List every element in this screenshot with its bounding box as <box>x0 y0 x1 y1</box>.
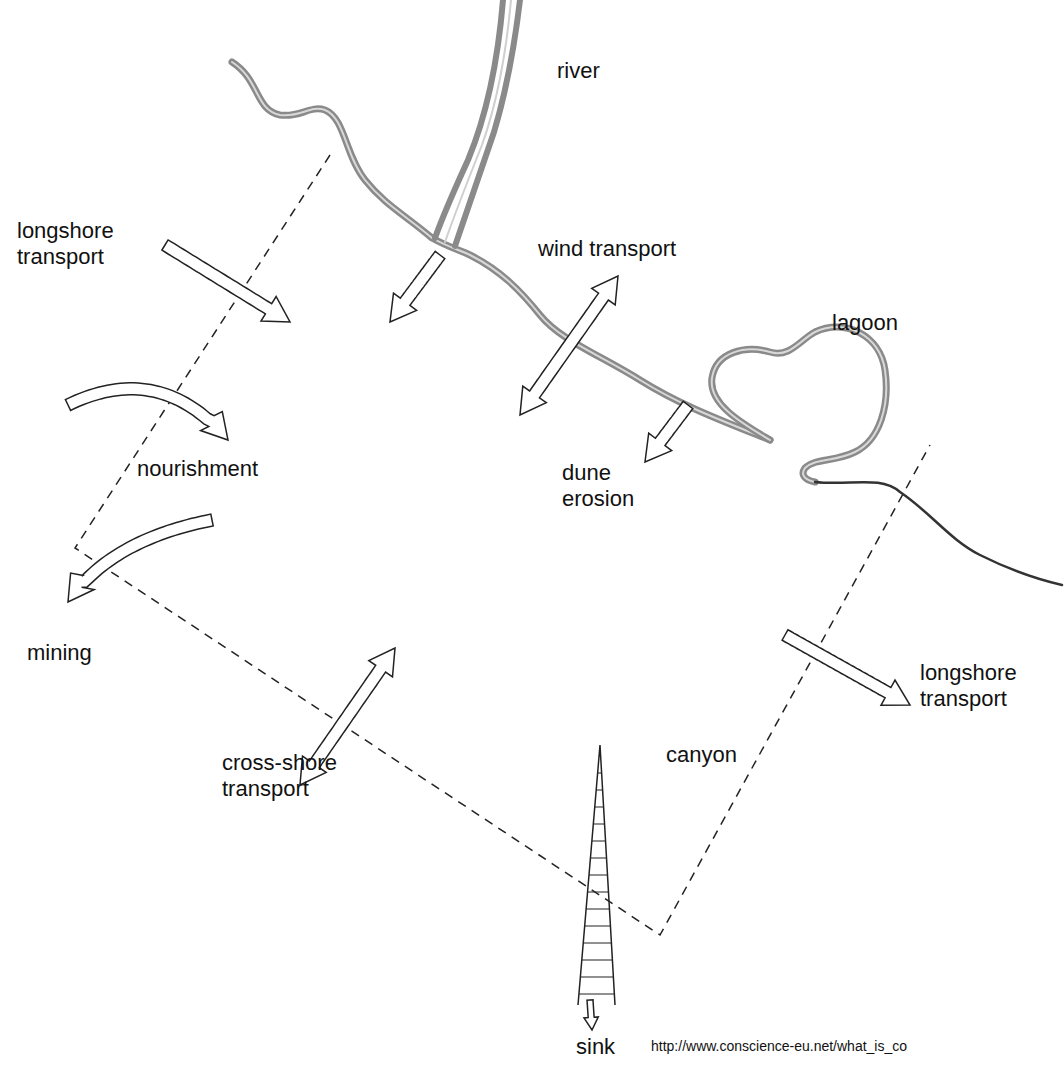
process-label: longshore transport <box>920 660 1060 713</box>
process-label: lagoon <box>832 310 898 336</box>
transport-arrow <box>68 514 213 602</box>
process-label: dune erosion <box>562 460 662 513</box>
process-label: nourishment <box>137 456 258 482</box>
transport-arrow <box>162 240 290 322</box>
process-label: canyon <box>666 742 737 768</box>
transport-arrow <box>645 401 693 462</box>
transport-arrow <box>520 276 618 415</box>
transport-arrow <box>390 251 445 322</box>
process-label: cross-shore transport <box>222 750 362 803</box>
transport-arrow <box>584 1000 598 1030</box>
process-label: longshore transport <box>17 218 157 271</box>
process-label: mining <box>27 640 92 666</box>
source-url: http://www.conscience-eu.net/what_is_co <box>651 1038 907 1055</box>
process-label: sink <box>576 1034 615 1060</box>
transport-arrow <box>782 630 910 706</box>
coastline <box>232 62 1062 585</box>
process-label: river <box>557 58 600 84</box>
river <box>435 0 520 246</box>
transport-arrow <box>65 383 228 440</box>
process-label: wind transport <box>538 236 676 262</box>
canyon-symbol <box>578 745 615 1005</box>
